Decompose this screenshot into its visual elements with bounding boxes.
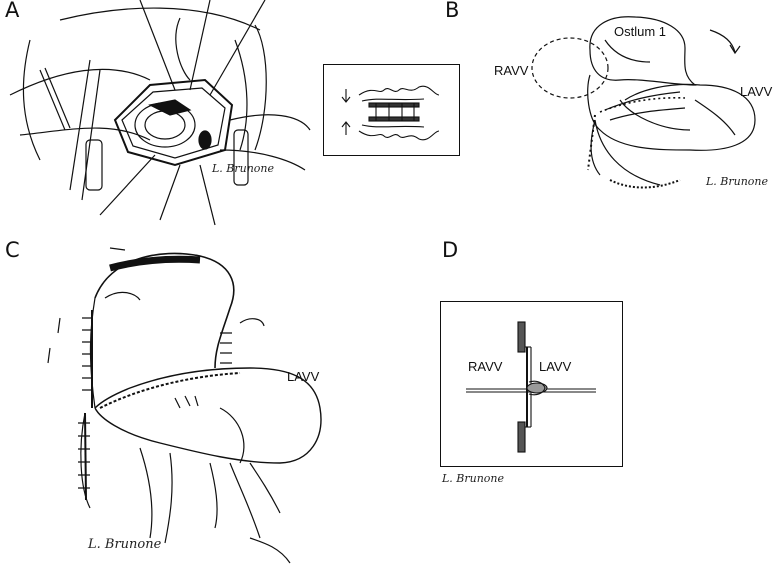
panel-a-inset xyxy=(323,64,460,156)
panel-d-box: RAVV LAVV xyxy=(440,301,623,467)
septum-cross-section-illustration xyxy=(466,321,596,453)
panel-d-ravv-label: RAVV xyxy=(468,359,503,374)
panel-b-lavv-label: LAVV xyxy=(740,84,773,99)
panel-c-illustration xyxy=(47,247,322,564)
panel-b-illustration xyxy=(531,16,756,189)
panel-a-letter: A xyxy=(5,0,20,22)
panel-d-letter: D xyxy=(442,238,459,262)
panel-b-letter: B xyxy=(445,0,460,22)
panel-c-lavv-label: LAVV xyxy=(287,369,320,384)
panel-d-lavv-label: LAVV xyxy=(539,359,572,374)
panel-b: B Ostlum 1 RAVV LAVV L. Brunone xyxy=(445,0,781,228)
panel-b-ravv-label: RAVV xyxy=(494,63,529,78)
panel-d: D RAVV LAVV L. Brunone xyxy=(440,238,781,572)
panel-b-ostium-label: Ostlum 1 xyxy=(614,24,667,39)
panel-a-signature: L. Brunone xyxy=(212,162,275,175)
suture-detail-illustration xyxy=(341,85,440,141)
panel-d-signature: L. Brunone xyxy=(442,472,505,485)
panel-c-letter: C xyxy=(5,238,20,262)
panel-a: A L. Brunone xyxy=(0,0,470,228)
panel-c-signature: L. Brunone xyxy=(88,537,162,552)
panel-b-signature: L. Brunone xyxy=(706,175,769,188)
panel-c: C LAVV L. Brunone xyxy=(0,238,440,572)
panel-a-illustration xyxy=(9,0,311,226)
